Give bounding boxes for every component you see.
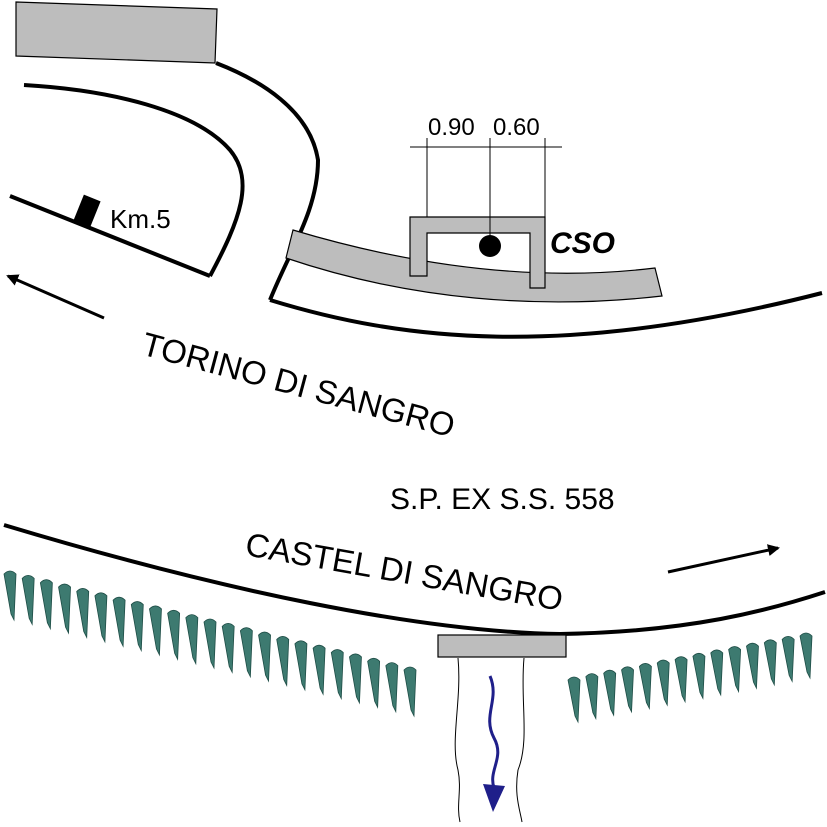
tree-icon — [674, 656, 688, 704]
tree-icon — [203, 618, 217, 670]
tree-icon — [239, 627, 253, 679]
tree-icon — [799, 632, 813, 680]
tree-icon — [312, 644, 326, 696]
water-flow-arrow-icon — [488, 675, 500, 789]
tree-icon — [656, 659, 670, 707]
tree-icon — [585, 673, 599, 721]
tree-icon — [130, 601, 144, 653]
tree-icon — [728, 646, 742, 694]
km-marker-icon — [73, 194, 101, 228]
tree-row-right — [567, 632, 813, 724]
main-road-north-edge — [269, 291, 823, 339]
side-road-upper-edge — [23, 83, 245, 277]
cso-structure — [409, 216, 546, 289]
tree-icon — [185, 614, 199, 666]
arrow-left-icon — [6, 274, 105, 320]
direction-top-label: TORINO DI SANGRO — [138, 325, 459, 444]
water-flow-arrowhead — [483, 784, 505, 812]
direction-bottom-label: CASTEL DI SANGRO — [243, 525, 566, 617]
tree-icon — [258, 631, 271, 683]
arrow-right-icon — [667, 544, 780, 574]
building-block — [15, 1, 218, 64]
tree-icon — [149, 605, 162, 657]
tree-icon — [781, 635, 795, 683]
side-road-lower-edge — [9, 194, 211, 278]
tree-icon — [39, 579, 53, 631]
tree-icon — [710, 649, 724, 697]
dimension-left-label: 0.90 — [428, 114, 475, 141]
dimension-right-label: 0.60 — [493, 114, 540, 141]
tree-icon — [276, 636, 290, 688]
stream-left-bank — [454, 657, 461, 823]
tree-icon — [621, 666, 634, 714]
tree-icon — [385, 662, 399, 714]
stream-right-bank — [516, 657, 525, 823]
tree-icon — [21, 574, 35, 626]
km-marker-label: Km.5 — [110, 204, 171, 234]
main-road-south-edge — [3, 523, 826, 637]
bridge-slab — [437, 634, 567, 658]
tree-icon — [403, 666, 417, 718]
cso-point-icon — [479, 235, 501, 257]
tree-icon — [567, 676, 581, 724]
tree-icon — [294, 640, 308, 692]
tree-icon — [94, 592, 108, 644]
tree-icon — [746, 642, 759, 690]
tree-icon — [367, 657, 381, 709]
tree-icon — [76, 588, 90, 640]
tree-icon — [763, 639, 777, 687]
tree-icon — [603, 669, 617, 717]
tree-icon — [112, 596, 126, 648]
tree-icon — [167, 609, 181, 661]
tree-icon — [3, 570, 17, 622]
tree-icon — [221, 622, 235, 674]
tree-icon — [330, 649, 344, 701]
tree-icon — [638, 663, 652, 711]
junction-road-edge — [215, 61, 321, 301]
tree-row-left — [3, 570, 417, 718]
cso-label: CSO — [550, 227, 615, 260]
tree-icon — [692, 652, 706, 700]
tree-icon — [349, 653, 362, 705]
road-name-label: S.P. EX S.S. 558 — [390, 483, 615, 516]
tree-icon — [58, 583, 71, 635]
